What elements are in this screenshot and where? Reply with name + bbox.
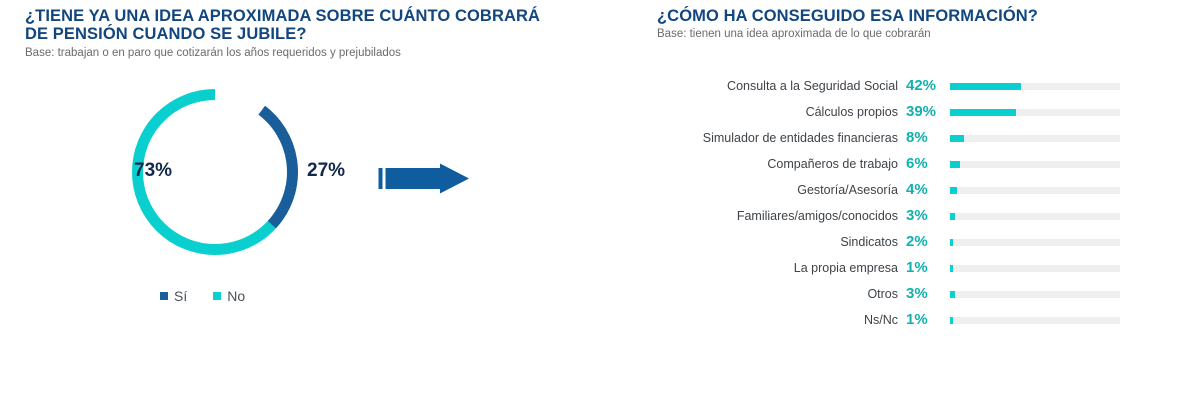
bar-panel: ¿CÓMO HA CONSEGUIDO ESA INFORMACIÓN? Bas… <box>640 0 1185 400</box>
bar-track <box>950 160 1120 168</box>
bar-value-label: 42% <box>906 77 937 94</box>
bar-category-label: Otros <box>867 286 898 301</box>
bar-track <box>950 290 1120 298</box>
bar-value-label: 39% <box>906 103 937 120</box>
bar-category-label: Compañeros de trabajo <box>767 156 898 171</box>
bar-track <box>950 264 1120 272</box>
bar-row: Cálculos propios 39% <box>640 99 1185 125</box>
legend-swatch-no <box>213 292 222 300</box>
horizontal-bar-chart: Consulta a la Seguridad Social 42% Cálcu… <box>640 73 1185 333</box>
donut-label-si: 27% <box>307 160 346 181</box>
bar-row: Ns/Nc 1% <box>640 307 1185 333</box>
bar-fill <box>950 160 961 168</box>
bar-row: Familiares/amigos/conocidos 3% <box>640 203 1185 229</box>
bar-value-label: 1% <box>906 259 928 276</box>
bar-row: Simulador de entidades financieras 8% <box>640 125 1185 151</box>
bar-category-label: La propia empresa <box>793 260 898 275</box>
donut-panel: ¿TIENE YA UNA IDEA APROXIMADA SOBRE CUÁN… <box>25 7 541 304</box>
legend-item-si[interactable]: Sí <box>160 288 187 304</box>
bar-row: La propia empresa 1% <box>640 255 1185 281</box>
bar-track <box>950 186 1120 194</box>
bar-value-label: 3% <box>906 207 928 224</box>
bar-fill <box>950 290 956 298</box>
flow-arrow-icon <box>378 163 469 194</box>
bar-fill <box>950 108 1017 116</box>
donut-svg <box>132 89 298 255</box>
bar-track <box>950 238 1120 246</box>
bar-row: Sindicatos 2% <box>640 229 1185 255</box>
bar-track <box>950 82 1120 90</box>
bar-category-label: Simulador de entidades financieras <box>702 130 898 145</box>
donut-segment-no <box>132 89 298 255</box>
bar-category-label: Consulta a la Seguridad Social <box>727 78 898 93</box>
bar-row: Gestoría/Asesoría 4% <box>640 177 1185 203</box>
bar-value-label: 8% <box>906 129 928 146</box>
bar-track <box>950 108 1120 116</box>
bar-track <box>950 316 1120 324</box>
bar-track <box>950 134 1120 142</box>
bar-value-label: 3% <box>906 285 928 302</box>
bar-fill <box>950 82 1022 90</box>
bar-fill <box>950 186 957 194</box>
legend-label-no: No <box>227 288 246 304</box>
donut-segment-si <box>132 89 298 255</box>
bar-category-label: Ns/Nc <box>863 312 898 327</box>
bar-row: Consulta a la Seguridad Social 42% <box>640 73 1185 99</box>
base-note-left: Base: trabajan o en paro que cotizarán l… <box>25 47 401 59</box>
bar-category-label: Gestoría/Asesoría <box>797 182 898 197</box>
bar-fill <box>950 264 953 272</box>
legend-label-si: Sí <box>174 288 188 304</box>
bar-fill <box>950 316 953 324</box>
bar-fill <box>950 212 956 220</box>
bar-fill <box>950 134 964 142</box>
bar-value-label: 1% <box>906 311 928 328</box>
bar-category-label: Cálculos propios <box>805 104 898 119</box>
donut-label-no: 73% <box>134 160 173 181</box>
bar-row: Compañeros de trabajo 6% <box>640 151 1185 177</box>
bar-category-label: Familiares/amigos/conocidos <box>736 208 898 223</box>
bar-value-label: 6% <box>906 155 928 172</box>
bar-value-label: 2% <box>906 233 928 250</box>
bar-value-label: 4% <box>906 181 928 198</box>
page-title-right: ¿CÓMO HA CONSEGUIDO ESA INFORMACIÓN? <box>657 7 1038 25</box>
donut-chart <box>132 89 298 255</box>
page-title-left: ¿TIENE YA UNA IDEA APROXIMADA SOBRE CUÁN… <box>25 7 541 43</box>
bar-track <box>950 212 1120 220</box>
bar-fill <box>950 238 954 246</box>
legend-item-no[interactable]: No <box>213 288 245 304</box>
bar-row: Otros 3% <box>640 281 1185 307</box>
donut-legend: Sí No <box>160 288 245 304</box>
legend-swatch-si <box>160 292 168 300</box>
bar-category-label: Sindicatos <box>840 234 898 249</box>
base-note-right: Base: tienen una idea aproximada de lo q… <box>657 28 931 40</box>
